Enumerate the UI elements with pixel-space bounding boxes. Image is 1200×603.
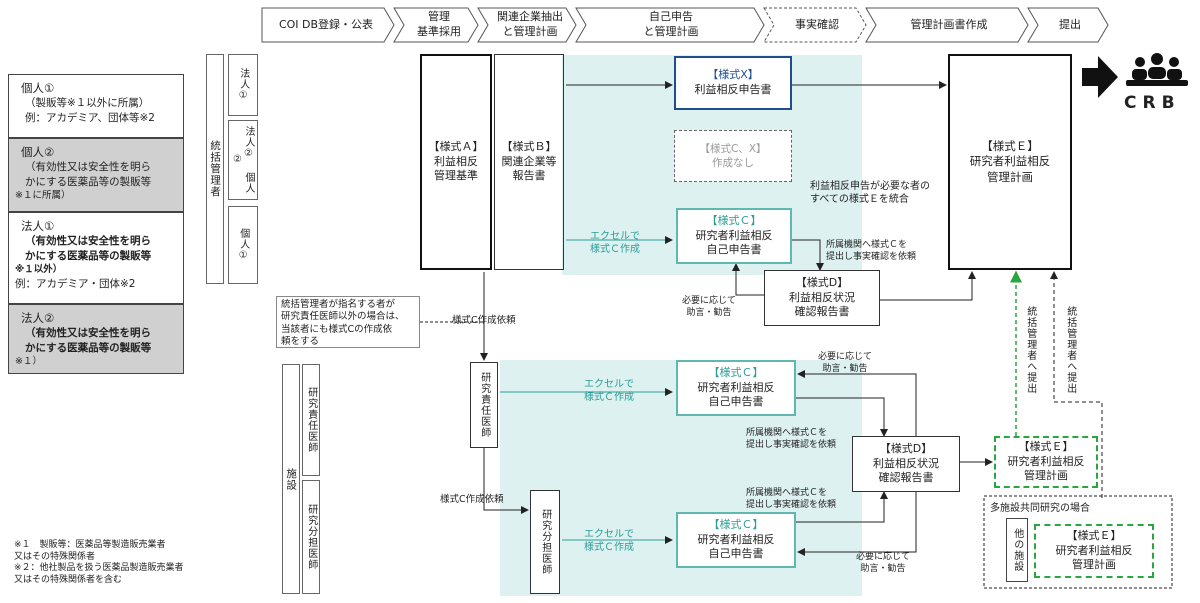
to-manager-label-2: 統括管理者へ提出 <box>1064 306 1076 394</box>
facility-column: 施設 <box>282 364 300 594</box>
process-step-3: 関連企業抽出 と管理計画 <box>497 10 563 38</box>
crb-people-icon <box>1122 50 1192 92</box>
callout-note: 統括管理者が指名する者が 研究責任医師以外の場合は、 当該者にも様式Cの作成依 … <box>276 296 420 348</box>
chevron-step-1 <box>261 7 395 43</box>
chevron-step-6 <box>865 7 1029 43</box>
request-c-label-1: 様式C作成依頼 <box>452 315 516 326</box>
multi-site-label: 多施設共同研究の場合 <box>990 503 1090 514</box>
form-e-main-box: 【様式Ｅ】研究者利益相反 管理計画 <box>948 54 1072 270</box>
submit-fact-label-3: 所属機関へ様式Ｃを 提出し事実確認を依頼 <box>746 488 837 510</box>
role-corp2-individual2: 法人② 個人② <box>228 120 258 200</box>
category-corporation-2: 法人② （有効性又は安全性を明ら かにする医薬品等の製販等 ※１） <box>8 304 184 374</box>
overall-manager-column: 統括管理者 <box>206 54 224 284</box>
form-b-box: 【様式Ｂ】関連企業等 報告書 <box>494 54 564 270</box>
form-e-site-box: 【様式Ｅ】研究者利益相反 管理計画 <box>994 436 1098 488</box>
advice-label-3: 必要に応じて 助言・勧告 <box>856 552 911 574</box>
role-sub-investigator: 研究分担医師 <box>302 480 320 594</box>
request-c-label-2: 様式C作成依頼 <box>440 494 504 505</box>
category-individual-1: 個人① （製販等※１以外に所属） 例：アカデミア、団体等※2 <box>8 74 184 138</box>
process-step-2: 管理 基準採用 <box>417 10 461 38</box>
form-d-box-2: 【様式D】利益相反状況 確認報告書 <box>852 436 960 492</box>
form-c-box-2: 【様式Ｃ】研究者利益相反 自己申告書 <box>676 360 796 416</box>
process-step-7: 提出 <box>1059 17 1081 31</box>
role-individual-1: 個人① <box>228 206 258 284</box>
to-manager-label-1: 統括管理者へ提出 <box>1024 306 1036 394</box>
category-corporation-1: 法人① （有効性又は安全性を明ら かにする医薬品等の製販等 ※１以外） 例：アカ… <box>8 212 184 304</box>
excel-label-3: エクセルで 様式Ｃ作成 <box>584 529 634 553</box>
process-step-6: 管理計画書作成 <box>910 17 988 31</box>
form-x-box: 【様式X】利益相反申告書 <box>674 56 792 110</box>
category-individual-2: 個人② （有効性又は安全性を明ら かにする医薬品等の製販等 ※１に所属） <box>8 138 184 212</box>
role-corporation-1: 法人① <box>228 54 258 116</box>
form-cx-none-box: 【様式C、X】作成なし <box>674 130 792 182</box>
integrate-label: 利益相反申告が必要な者の すべての様式Ｅを統合 <box>810 181 930 205</box>
process-step-5: 事実確認 <box>795 17 839 31</box>
form-c-box-1: 【様式Ｃ】研究者利益相反 自己申告書 <box>676 208 792 264</box>
chevron-step-4 <box>575 7 765 43</box>
form-e-other-box: 【様式Ｅ】研究者利益相反 管理計画 <box>1034 524 1154 578</box>
sub-investigator-box: 研究分担医師 <box>530 490 560 594</box>
other-facility-box: 他の施設 <box>1006 518 1028 582</box>
chevron-step-5 <box>763 7 867 43</box>
chevron-step-2 <box>393 7 479 43</box>
advice-label-1: 必要に応じて 助言・勧告 <box>682 296 737 318</box>
role-principal-investigator: 研究責任医師 <box>302 364 320 476</box>
footnotes: ※１ 製販等：医薬品等製造販売業者 又はその特殊関係者 ※２：他社製品を扱う医薬… <box>14 540 184 586</box>
excel-label-2: エクセルで 様式Ｃ作成 <box>584 379 634 403</box>
form-d-box-1: 【様式D】利益相反状況 確認報告書 <box>764 270 880 326</box>
pi-box: 研究責任医師 <box>470 362 498 448</box>
crb-label: CRB <box>1124 93 1181 113</box>
form-c-box-3: 【様式Ｃ】研究者利益相反 自己申告書 <box>676 512 796 568</box>
chevron-step-7 <box>1027 7 1109 43</box>
excel-label-1: エクセルで 様式Ｃ作成 <box>590 231 640 255</box>
advice-label-2: 必要に応じて 助言・勧告 <box>818 352 873 374</box>
submit-fact-label-1: 所属機関へ様式Ｃを 提出し事実確認を依頼 <box>826 240 917 262</box>
chevron-step-3 <box>477 7 577 43</box>
process-step-4: 自己申告 と管理計画 <box>643 10 699 38</box>
form-a-box: 【様式Ａ】利益相反 管理基準 <box>420 54 492 270</box>
submit-fact-label-2: 所属機関へ様式Ｃを 提出し事実確認を依頼 <box>746 428 837 450</box>
process-step-1: COI DB登録・公表 <box>278 17 374 31</box>
process-chevrons <box>261 7 1109 43</box>
